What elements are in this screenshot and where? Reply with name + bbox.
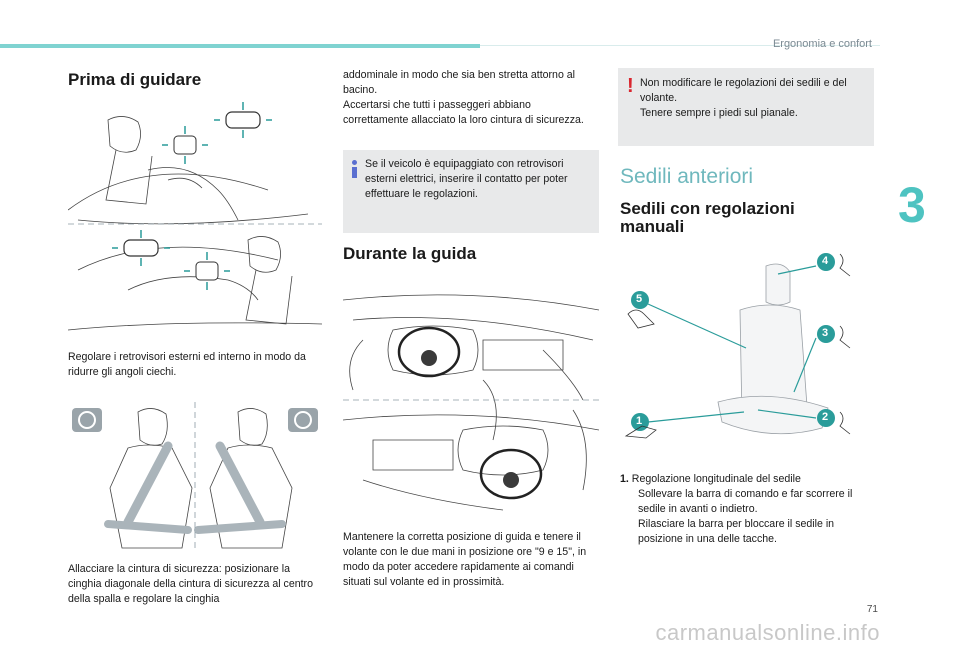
watermark: carmanualsonline.info [655, 620, 880, 645]
subheading-sedili-manuali: Sedili con regolazioni manuali [620, 199, 795, 236]
bullet-text: Sollevare la barra di comando e far scor… [638, 488, 853, 515]
mirror-adjustment-illustration [68, 100, 322, 336]
caption-driving-position: Mantenere la corretta posizione di guida… [343, 531, 587, 588]
driving-position-illustration [343, 280, 599, 520]
seat-label-4-badge [817, 253, 835, 271]
info-box-text: Se il veicolo è equipaggiato con retrovi… [365, 158, 568, 200]
steering-wheel-bottom [479, 448, 543, 500]
seat-label-2: 2 [822, 411, 829, 423]
seat-control-icons [624, 253, 851, 439]
item-1-heading: 1. Regolazione longitudinale del sedile [620, 472, 876, 487]
info-box-electric-mirrors: Se il veicolo è equipaggiato con retrovi… [343, 150, 599, 233]
caption-mirrors: Regolare i retrovisori esterni ed intern… [68, 351, 306, 378]
steering-wheel-top [397, 326, 461, 378]
paragraph-belt-continued: addominale in modo che sia ben stretta a… [343, 69, 584, 126]
seat-label-5: 5 [636, 293, 643, 305]
page-number: 71 [866, 604, 878, 615]
steering-wheel-icon-right [288, 408, 318, 432]
heading-prima-di-guidare: Prima di guidare [68, 70, 202, 89]
top-thin-line [480, 45, 880, 46]
steering-wheel-icon-left [72, 408, 102, 432]
seat-label-3: 3 [822, 327, 829, 339]
chapter-number: 3 [898, 177, 926, 233]
chapter-header-title: Ergonomia e confort [772, 38, 872, 50]
warning-box-text: Non modificare le regolazioni dei sedili… [640, 77, 847, 119]
info-icon [351, 160, 359, 178]
seat-label-5-badge [631, 291, 649, 309]
seat-adjustment-diagram: 4 5 3 1 2 [618, 252, 874, 452]
bullet-item-1: Sollevare la barra di comando e far scor… [620, 487, 876, 517]
section-title-sedili-anteriori: Sedili anteriori [620, 165, 754, 188]
seat-label-2-badge [817, 409, 835, 427]
seat-label-3-badge [817, 325, 835, 343]
seat-label-4: 4 [822, 255, 829, 267]
seatbelt-illustration [68, 402, 322, 552]
item-1-number: 1. [620, 473, 629, 485]
warning-box: ! Non modificare le regolazioni dei sedi… [618, 68, 874, 146]
bullet-item-2: Rilasciare la barra per bloccare il sedi… [620, 517, 876, 547]
bullet-text: Rilasciare la barra per bloccare il sedi… [638, 518, 835, 545]
top-accent-bar [0, 44, 480, 48]
heading-durante-la-guida: Durante la guida [343, 244, 477, 263]
caption-seatbelt: Allacciare la cintura di sicurezza: posi… [68, 563, 313, 605]
item-1-title: Regolazione longitudinale del sedile [631, 473, 801, 485]
warning-exclamation-icon: ! [627, 75, 634, 97]
seat-label-1: 1 [636, 415, 643, 427]
interior-mirror-icon [214, 102, 272, 138]
